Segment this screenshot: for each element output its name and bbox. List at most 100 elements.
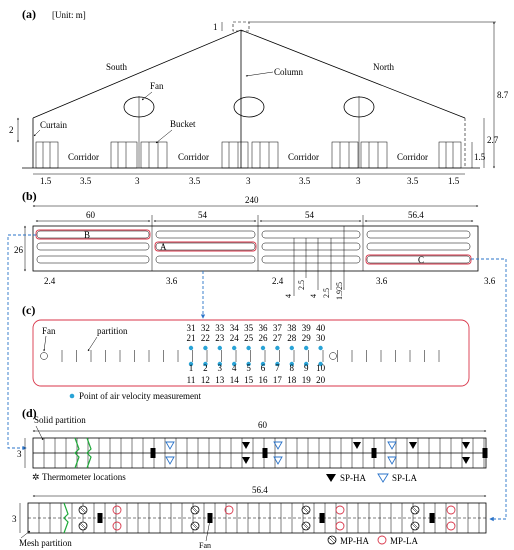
mp-la-marker — [446, 505, 456, 515]
panel-b-label: (b) — [22, 189, 37, 203]
solid-partition-mark — [63, 502, 69, 534]
point-number: 8 — [290, 363, 295, 373]
point-number: 5 — [246, 363, 251, 373]
dim-3-6: 3.6 — [376, 276, 388, 286]
point-number: 14 — [230, 375, 240, 385]
legend-point-dot — [69, 393, 75, 399]
mp-ha-marker — [190, 505, 200, 515]
solid-partition-mark — [74, 437, 80, 469]
mp-ha-legend-icon — [327, 535, 337, 545]
mp-ha-marker — [78, 505, 88, 515]
point-number: 24 — [230, 333, 240, 343]
unit-note: [Unit: m] — [52, 10, 86, 20]
fan-block — [97, 513, 103, 523]
point-number: 35 — [244, 323, 254, 333]
measurement-point — [275, 361, 280, 367]
zone-b-label: B — [84, 230, 90, 240]
point-number: 11 — [187, 375, 196, 385]
partition-ticks — [61, 350, 440, 362]
measurement-point — [260, 345, 266, 351]
fan-symbol — [329, 352, 337, 360]
label-north: North — [373, 62, 394, 72]
fan-block — [429, 513, 435, 523]
mp-la-marker — [335, 505, 345, 515]
dim-8-7: 8.7 — [497, 90, 509, 100]
fan-ellipse — [233, 96, 265, 118]
dim-56-4: 56.4 — [252, 485, 268, 495]
fan-block — [207, 513, 213, 523]
corridor-label: Corridor — [397, 152, 428, 162]
measurement-point — [188, 361, 194, 367]
mp-la-marker — [224, 505, 234, 515]
zone-a-outline — [154, 241, 257, 252]
measurement-point — [232, 345, 237, 351]
measurement-point — [232, 361, 237, 367]
fan-ellipse — [123, 96, 155, 118]
measurement-point — [304, 361, 309, 367]
dim-3-5: 3.5 — [189, 176, 201, 186]
point-number: 1 — [189, 363, 194, 373]
sensor-markers-bottom — [63, 502, 456, 534]
fan-block — [319, 513, 325, 523]
dim-3: 3 — [17, 449, 22, 459]
dim-3-6: 3.6 — [166, 276, 178, 286]
sp-la-marker — [165, 456, 175, 465]
solid-partition-label: Solid partition — [34, 415, 86, 425]
measurement-point — [260, 361, 266, 367]
point-number: 28 — [287, 333, 297, 343]
point-number: 4 — [232, 363, 237, 373]
bucket-groups — [35, 141, 462, 169]
mp-ha-marker — [410, 521, 420, 531]
point-number: 7 — [275, 363, 280, 373]
corridor-label: Corridor — [178, 152, 209, 162]
sp-ha-marker — [242, 457, 250, 464]
c-fan-label: Fan — [42, 326, 56, 336]
zone-c-label: C — [418, 255, 424, 265]
panel-b: (b) 240 60 54 54 56.4 — [14, 189, 496, 300]
dim-3-5: 3.5 — [407, 176, 419, 186]
mp-la-marker — [446, 521, 456, 531]
dim-1-5: 1.5 — [40, 176, 52, 186]
label-bucket: Bucket — [170, 119, 196, 129]
point-number: 22 — [201, 333, 210, 343]
fan-block — [262, 448, 268, 458]
dim-2-5: 2.5 — [297, 280, 306, 290]
panel-d: (d) Solid partition 60 3 Thermometer loc… — [12, 406, 488, 550]
point-number: 27 — [273, 333, 283, 343]
dim-56-4: 56.4 — [408, 210, 424, 220]
mp-ha-marker — [78, 521, 88, 531]
roof-outline — [32, 29, 466, 119]
sp-ha-legend-icon — [326, 474, 336, 482]
mp-ha-label: MP-HA — [340, 536, 370, 546]
mp-ha-marker — [190, 521, 200, 531]
mp-la-label: MP-LA — [390, 536, 419, 546]
point-number: 18 — [287, 375, 297, 385]
connector-b-to-d — [7, 234, 36, 451]
mp-ha-marker — [410, 505, 420, 515]
barn-plan-outline — [32, 225, 479, 272]
dim-240: 240 — [245, 195, 259, 205]
point-number: 9 — [304, 363, 309, 373]
dim-3: 3 — [356, 176, 361, 186]
point-number: 32 — [201, 323, 210, 333]
dim-3: 3 — [12, 514, 17, 524]
panel-d-label: (d) — [22, 406, 37, 420]
point-number: 40 — [316, 323, 326, 333]
dim-26: 26 — [14, 245, 24, 255]
sp-ha-marker — [462, 442, 470, 449]
dim-2: 2 — [9, 125, 14, 135]
point-number: 26 — [259, 333, 269, 343]
point-number: 30 — [316, 333, 326, 343]
dim-3-6: 3.6 — [484, 276, 496, 286]
dim-1-5-vertical: 1.5 — [474, 152, 486, 162]
point-number: 33 — [215, 323, 225, 333]
measurement-point — [289, 345, 294, 351]
measurement-point — [217, 345, 222, 351]
sp-ha-label: SP-HA — [340, 473, 367, 483]
dim-54: 54 — [198, 210, 208, 220]
mesh-partition-label: Mesh partition — [19, 538, 72, 548]
point-number: 39 — [302, 323, 312, 333]
connector-c-to-d — [471, 258, 507, 522]
label-south: South — [106, 62, 128, 72]
